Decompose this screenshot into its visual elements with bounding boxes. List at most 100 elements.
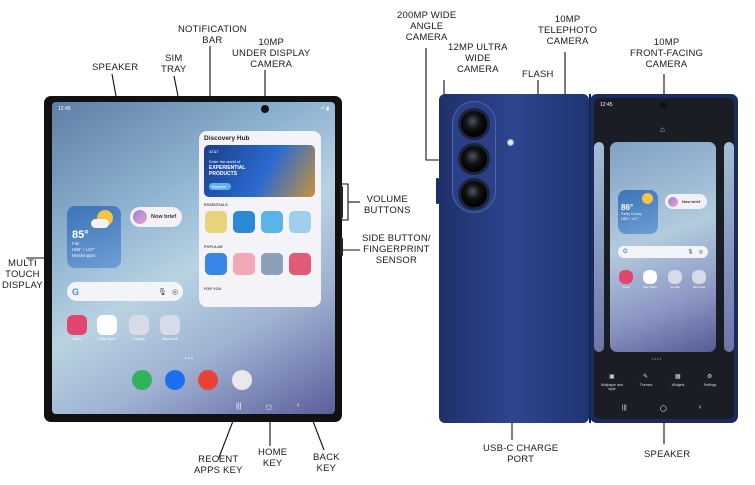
app-microsoft-folder[interactable] (160, 315, 180, 335)
essential-tile-2[interactable] (233, 211, 255, 233)
cover-menu-widgets[interactable]: Widgets (671, 383, 685, 387)
wide-camera-lens (458, 143, 490, 175)
home-key[interactable]: ◻ (266, 404, 272, 411)
cover-menu-themes[interactable]: Themes (639, 383, 653, 387)
back-side-button[interactable] (436, 178, 439, 204)
discovery-banner[interactable]: AT&T Enter the world of EXPERIENTIAL PRO… (204, 145, 315, 197)
weather-range: H88° / L67° (72, 247, 96, 252)
essential-tile-1[interactable] (205, 211, 227, 233)
status-time: 12:45 (58, 106, 71, 112)
popular-tile-1[interactable] (205, 253, 227, 275)
popular-tile-3[interactable] (261, 253, 283, 275)
app-label-microsoft: Microsoft (162, 337, 178, 341)
label-speaker-bottom: SPEAKER (644, 449, 691, 460)
cover-recent-apps-key[interactable]: ||| (622, 405, 627, 411)
cover-now-brief-icon (668, 196, 678, 207)
google-icon: G (72, 286, 80, 297)
cover-now-brief-label: Now brief (682, 199, 701, 204)
popular-tile-4[interactable] (289, 253, 311, 275)
banner-text: Enter the world of EXPERIENTIAL PRODUCTS (209, 159, 246, 177)
notification-bar[interactable]: 12:45 ⁴ᴳ ▮ (58, 106, 329, 112)
under-display-camera (261, 105, 269, 113)
recent-apps-key[interactable]: ||| (236, 403, 242, 410)
cover-menu-wallpaper[interactable]: Wallpaper and style (600, 383, 624, 391)
cover-menu-widgets-icon[interactable]: ▦ (675, 374, 681, 380)
ultra-wide-camera-lens (458, 108, 490, 140)
main-display[interactable]: 12:45 ⁴ᴳ ▮ 85° Fair H88° / L67° Washingt… (52, 102, 335, 414)
dock-phone[interactable] (132, 370, 152, 390)
flash (507, 139, 514, 146)
cover-menu-settings[interactable]: Settings (703, 383, 717, 387)
cover-app-google[interactable] (668, 270, 682, 284)
section-popular: POPULAR (204, 245, 223, 249)
cover-weather-widget[interactable]: 86° Partly Cloudy H88° / L67° (618, 190, 658, 234)
cover-mic-icon[interactable]: 🎙 (687, 249, 694, 255)
back-key[interactable]: ‹ (297, 402, 300, 409)
section-for-you: FOR YOU (204, 287, 222, 291)
app-play-store[interactable] (97, 315, 117, 335)
app-label-play-store: Play Store (98, 337, 116, 341)
discovery-hub-widget[interactable]: Discovery Hub AT&T Enter the world of EX… (199, 131, 321, 307)
cover-app-store[interactable] (619, 270, 633, 284)
weather-place: Washington (72, 253, 96, 258)
cover-back-key[interactable]: ‹ (699, 404, 702, 411)
side-button-hardware[interactable] (340, 238, 343, 256)
cover-menu-themes-icon[interactable]: ✎ (643, 374, 649, 380)
cover-home-key[interactable]: ◯ (660, 406, 667, 412)
front-camera (660, 102, 667, 109)
cover-app-label-microsoft: Microsoft (692, 285, 706, 289)
lens-icon[interactable]: ◎ (171, 288, 178, 296)
cover-google-bar[interactable]: G 🎙 ◎ (618, 246, 708, 258)
cover-weather-desc: Partly Cloudy (621, 212, 642, 216)
dock-chrome[interactable] (198, 370, 218, 390)
cover-status-time: 12:45 (600, 102, 613, 108)
label-flash: FLASH (522, 69, 554, 80)
discovery-hub-title: Discovery Hub (204, 135, 250, 142)
weather-widget[interactable]: 85° Fair H88° / L67° Washington (67, 206, 121, 268)
cover-menu-wallpaper-icon[interactable]: ▣ (609, 374, 615, 380)
app-google-folder[interactable] (129, 315, 149, 335)
dock-messages[interactable] (165, 370, 185, 390)
now-brief-widget[interactable]: Now brief (130, 207, 182, 227)
cover-weather-temp: 86° (621, 203, 634, 212)
explore-button[interactable] (209, 183, 231, 190)
mic-icon[interactable]: 🎙 (158, 288, 167, 296)
cover-google-icon: G (623, 249, 628, 255)
cover-menu-settings-icon[interactable]: ⚙ (707, 374, 713, 380)
leader-speaker-top (111, 73, 117, 97)
essential-tile-3[interactable] (261, 211, 283, 233)
weather-temp: 85° (72, 229, 89, 241)
cover-lens-icon[interactable]: ◎ (698, 249, 703, 255)
home-outline-icon: ⌂ (660, 125, 665, 134)
cover-app-play-store[interactable] (643, 270, 657, 284)
now-brief-label: Now brief (151, 214, 177, 220)
dock-camera[interactable] (232, 370, 252, 390)
label-speaker-top: SPEAKER (92, 62, 139, 73)
home-screen-preview[interactable]: 86° Partly Cloudy H88° / L67° Now brief … (610, 142, 716, 352)
volume-button-hardware[interactable] (340, 186, 343, 218)
recent-card-left (594, 142, 604, 352)
google-search-bar[interactable]: G 🎙 ◎ (67, 282, 183, 301)
section-essentials: ESSENTIALS (204, 203, 228, 207)
cover-now-brief[interactable]: Now brief (665, 194, 707, 209)
cover-page-indicator: • • • • (652, 356, 661, 361)
cover-weather-range: H88° / L67° (621, 216, 639, 221)
essential-tile-4[interactable] (289, 211, 311, 233)
popular-tile-2[interactable] (233, 253, 255, 275)
leader-sim-tray (173, 75, 179, 97)
cover-app-microsoft[interactable] (692, 270, 706, 284)
app-store[interactable] (67, 315, 87, 335)
page-indicator: • • • (185, 356, 194, 362)
cloud-icon (91, 219, 109, 228)
weather-desc: Fair (72, 241, 80, 246)
cover-display[interactable]: 12:45 ⌂ 🗑 86° Partly Cloudy H88° / L67° … (594, 98, 734, 419)
